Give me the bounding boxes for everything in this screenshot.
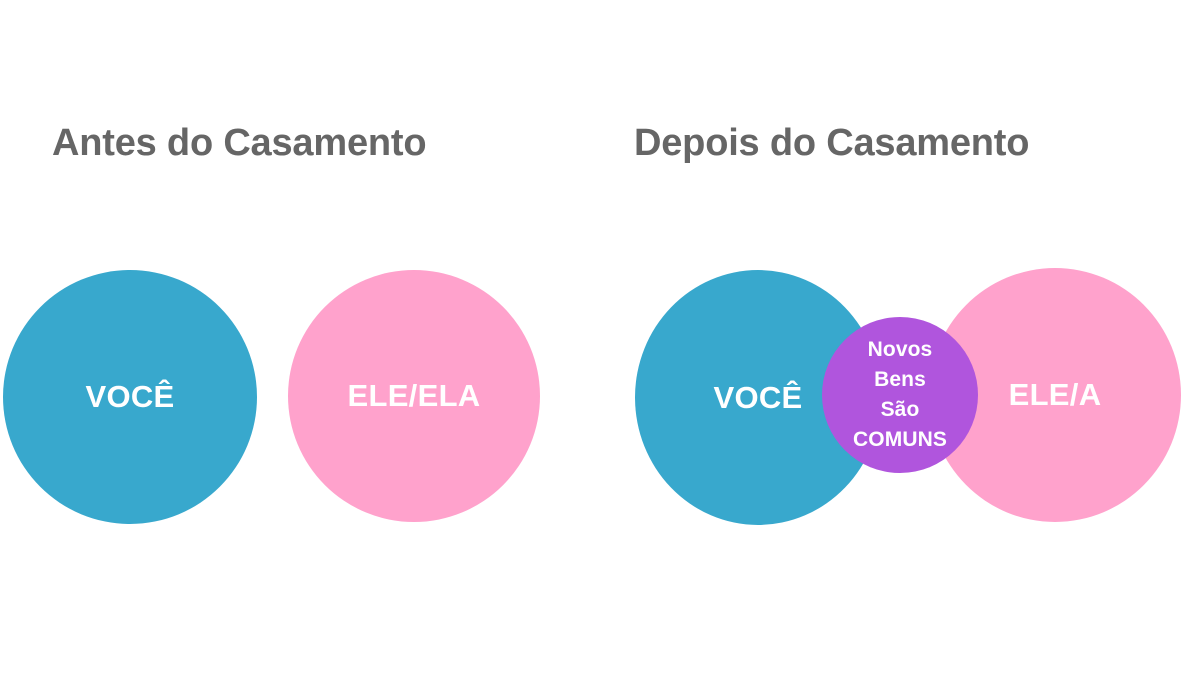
overlap-line-3: São — [880, 398, 920, 421]
circle-after-you-label: VOCÊ — [713, 379, 803, 415]
circle-before-partner: ELE/ELA — [288, 270, 540, 522]
circle-before-partner-label: ELE/ELA — [347, 378, 481, 413]
overlap-line-2: Bens — [874, 368, 926, 391]
circle-after-overlap-label: Novos Bens São COMUNS — [847, 335, 953, 455]
overlap-line-4: COMUNS — [853, 428, 947, 451]
panel-title-before: Antes do Casamento — [52, 122, 427, 164]
circle-after-overlap: Novos Bens São COMUNS — [822, 317, 978, 473]
overlap-line-1: Novos — [867, 338, 933, 361]
circle-after-partner-label: ELE/A — [1008, 377, 1102, 412]
circle-before-you-label: VOCÊ — [85, 379, 175, 414]
circle-before-you: VOCÊ — [3, 270, 257, 524]
panel-title-after: Depois do Casamento — [634, 122, 1030, 164]
